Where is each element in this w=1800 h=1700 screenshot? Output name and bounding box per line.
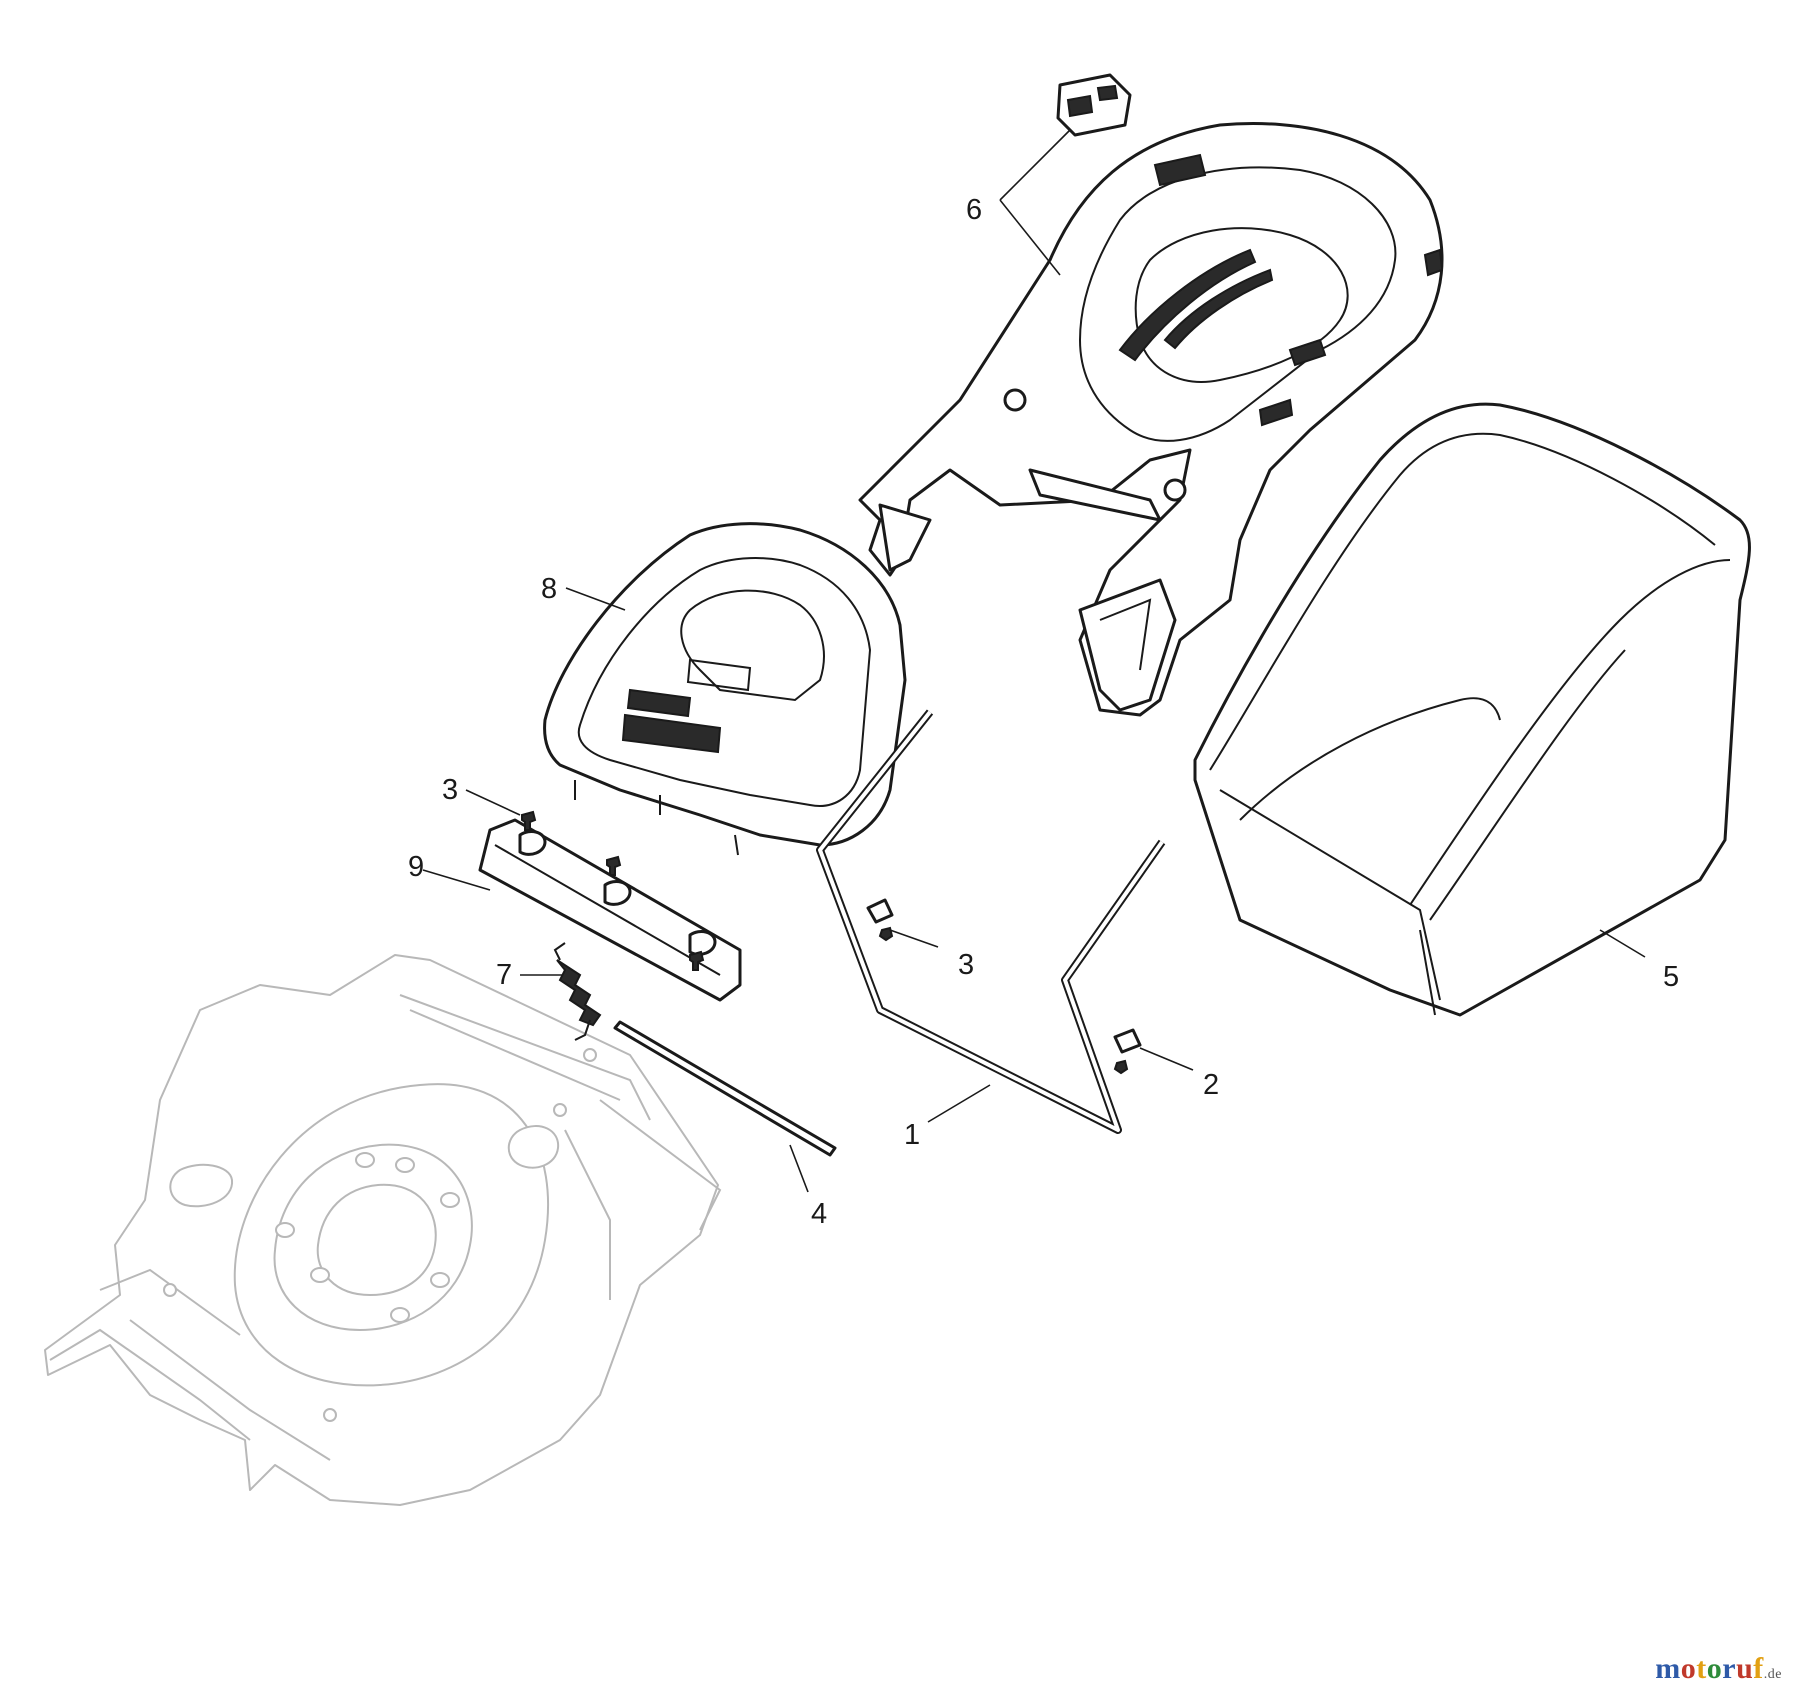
part-8-cover: [543, 522, 907, 856]
watermark-letter-6: f: [1753, 1652, 1764, 1685]
callout-9: 9: [408, 851, 424, 883]
part-2-clip: [1113, 1028, 1142, 1075]
callout-1: 1: [904, 1119, 920, 1151]
part-7-spring: [553, 942, 602, 1041]
part-3-clip-right: [866, 898, 894, 942]
watermark-letter-3: o: [1706, 1652, 1723, 1685]
watermark-letter-1: o: [1680, 1652, 1697, 1685]
part-1-wire-frame: [816, 709, 1166, 1134]
watermark-letter-4: r: [1722, 1652, 1737, 1685]
part-5-grass-bag: [1193, 402, 1751, 1017]
watermark-letter-0: m: [1655, 1652, 1681, 1685]
callout-6: 6: [966, 194, 982, 226]
callout-5: 5: [1663, 961, 1679, 993]
watermark-letter-5: u: [1736, 1652, 1754, 1685]
mower-deck: [44, 954, 722, 1506]
callout-labels: 6 8 3 9 7 3 2 1 4 5: [408, 194, 1679, 1230]
leader-lines: [422, 129, 1646, 1193]
part-3-screws-left: [521, 810, 705, 971]
part-6-clip: [1056, 73, 1132, 137]
callout-4: 4: [811, 1198, 827, 1230]
callout-3-left: 3: [442, 774, 458, 806]
part-6-top-cover: [858, 122, 1444, 717]
motoruf-watermark: motoruf.de: [1655, 1652, 1782, 1686]
watermark-letter-2: t: [1696, 1652, 1707, 1685]
watermark-domain: .de: [1763, 1667, 1782, 1682]
callout-7: 7: [496, 959, 512, 991]
part-9-rail: [478, 818, 742, 1002]
callout-8: 8: [541, 573, 557, 605]
callout-3-right: 3: [958, 949, 974, 981]
callout-2: 2: [1203, 1069, 1219, 1101]
part-4-rod: [613, 1020, 837, 1157]
